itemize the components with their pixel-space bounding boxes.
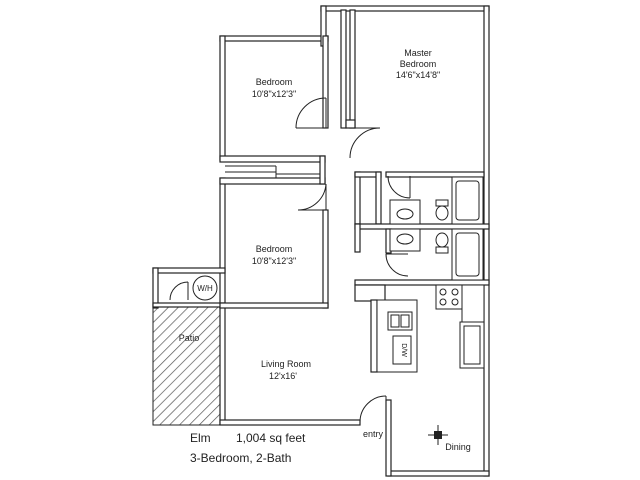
bedroom-upper-size: 10'8"x12'3" <box>252 89 296 99</box>
dining-label: Dining <box>445 442 471 452</box>
model-name: Elm <box>190 431 211 445</box>
square-footage: 1,004 sq feet <box>236 431 306 445</box>
bedroom-lower-size: 10'8"x12'3" <box>252 256 296 266</box>
water-heater-label: W/H <box>197 284 213 293</box>
dining-table-symbol <box>428 425 448 445</box>
master-bedroom-label-2: Bedroom <box>400 59 437 69</box>
interior-walls <box>219 9 490 373</box>
patio-label: Patio <box>179 333 200 343</box>
dishwasher-label: D/W <box>400 343 407 357</box>
bath-fixtures <box>389 176 484 281</box>
bedroom-lower-label: Bedroom <box>256 244 293 254</box>
living-room-size: 12'x16' <box>269 371 297 381</box>
entry-label: entry <box>363 429 384 439</box>
patio-area <box>152 304 222 426</box>
living-room-label: Living Room <box>261 359 311 369</box>
bedroom-upper-label: Bedroom <box>256 77 293 87</box>
doors <box>169 97 411 423</box>
kitchen-fixtures <box>376 284 485 373</box>
master-bedroom-size: 14'6"x14'8" <box>396 70 440 80</box>
water-heater-symbol <box>192 275 218 301</box>
master-bedroom-label: Master <box>404 48 432 58</box>
bed-bath-layout: 3-Bedroom, 2-Bath <box>190 451 292 465</box>
